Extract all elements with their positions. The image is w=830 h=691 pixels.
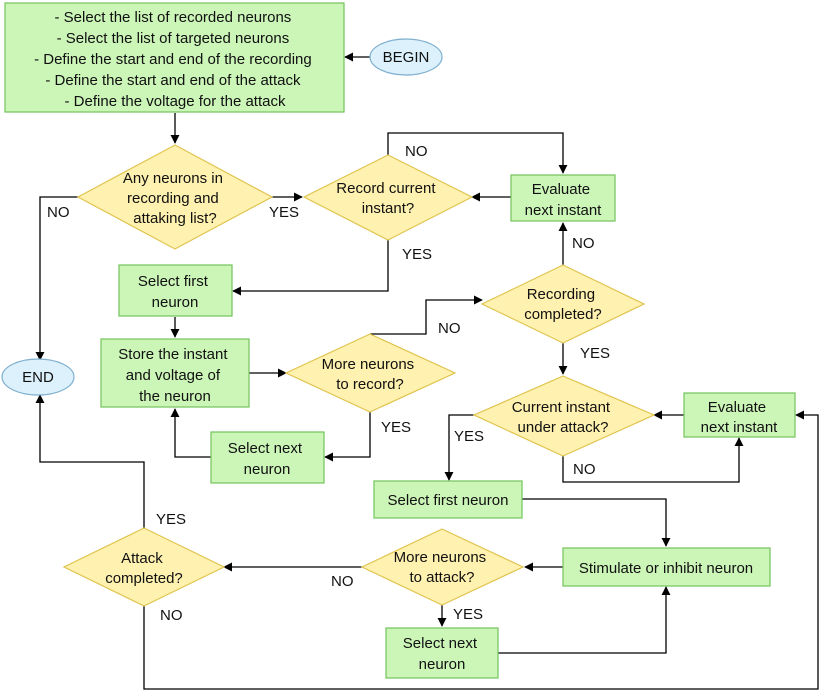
node-text: Recording completed? <box>524 286 602 323</box>
edge-label-attack-completed-yes: YES <box>156 511 186 528</box>
select-first-neuron-box: Select first neuron <box>373 480 523 519</box>
edge-attack-evaluate2 <box>562 437 744 483</box>
node-text: Attack completed? <box>105 550 183 587</box>
edge-record-evaluate <box>387 132 568 174</box>
begin-terminal: BEGIN <box>369 38 443 76</box>
record-current-decision: Record current instant? <box>302 154 474 241</box>
store-instant-box: Store the instant and voltage of the neu… <box>100 338 250 408</box>
edge-attackcompleted-end <box>35 394 145 528</box>
edge-labels: NO YES NO YES NO YES NO YES YES NO NO YE… <box>47 143 610 624</box>
edge-label-any-no: NO <box>47 204 70 221</box>
node-text: More neurons to attack? <box>394 549 491 586</box>
any-neurons-decision: Any neurons in recording and attaking li… <box>76 144 274 250</box>
select-first-neuron-box: Select first neuron <box>118 264 233 317</box>
edge-label-attack-now-yes: YES <box>454 428 484 445</box>
stimulate-inhibit-box: Stimulate or inhibit neuron <box>562 547 771 587</box>
setup-box: - Select the list of recorded neurons - … <box>4 2 345 113</box>
select-next-neuron-box: Select next neuron <box>385 627 499 679</box>
node-text: - Select the list of recorded neurons - … <box>34 9 316 110</box>
evaluate-next-instant-box: Evaluate next instant <box>510 174 616 222</box>
edge-selectnext2-stimulate <box>498 586 671 654</box>
node-text: Any neurons in recording and attaking li… <box>123 170 227 227</box>
edge-label-more-attack-no: NO <box>331 573 354 590</box>
edge-label-more-record-yes: YES <box>381 419 411 436</box>
edge-attack-selectfirst <box>444 414 474 481</box>
node-text: Record current instant? <box>336 180 439 217</box>
node-text: Current instant under attack? <box>512 399 615 436</box>
node-text: More neurons to record? <box>322 356 419 393</box>
edge-more-recording <box>370 295 483 335</box>
edge-label-record-yes: YES <box>402 246 432 263</box>
edges <box>35 52 819 690</box>
node-text: BEGIN <box>383 49 430 66</box>
edge-record-select <box>232 240 389 296</box>
edge-any-end <box>35 196 78 361</box>
edge-label-recording-yes: YES <box>580 345 610 362</box>
node-text: Select first neuron <box>388 492 509 509</box>
edge-label-more-attack-yes: YES <box>453 606 483 623</box>
edge-label-recording-no: NO <box>572 235 595 252</box>
node-text: Select next neuron <box>403 635 481 673</box>
node-text: Select first neuron <box>138 273 212 311</box>
end-terminal: END <box>1 358 75 396</box>
node-text: END <box>22 369 54 386</box>
edge-selectnext-store <box>170 408 211 458</box>
edge-label-more-record-no: NO <box>438 320 461 337</box>
edge-label-attack-completed-no: NO <box>160 607 183 624</box>
edge-attackcompleted-evaluate2 <box>143 410 819 690</box>
current-instant-attack-decision: Current instant under attack? <box>472 375 656 457</box>
edge-label-any-yes: YES <box>269 204 299 221</box>
more-neurons-attack-decision: More neurons to attack? <box>360 528 525 606</box>
node-text: Store the instant and voltage of the neu… <box>118 346 231 405</box>
select-next-neuron-box: Select next neuron <box>210 431 325 484</box>
node-text: Stimulate or inhibit neuron <box>579 560 753 577</box>
node-text: Evaluate next instant <box>525 181 603 219</box>
edge-label-record-no: NO <box>405 143 428 160</box>
more-neurons-record-decision: More neurons to record? <box>284 333 457 413</box>
node-text: Select next neuron <box>228 440 306 478</box>
attack-completed-decision: Attack completed? <box>62 527 226 607</box>
evaluate-next-instant-box: Evaluate next instant <box>683 392 796 438</box>
recording-completed-decision: Recording completed? <box>480 264 646 344</box>
node-text: Evaluate next instant <box>701 399 779 436</box>
edge-more-selectnext <box>324 412 371 462</box>
edge-label-attack-now-no: NO <box>573 461 596 478</box>
edge-selectfirst-stimulate <box>522 498 671 547</box>
